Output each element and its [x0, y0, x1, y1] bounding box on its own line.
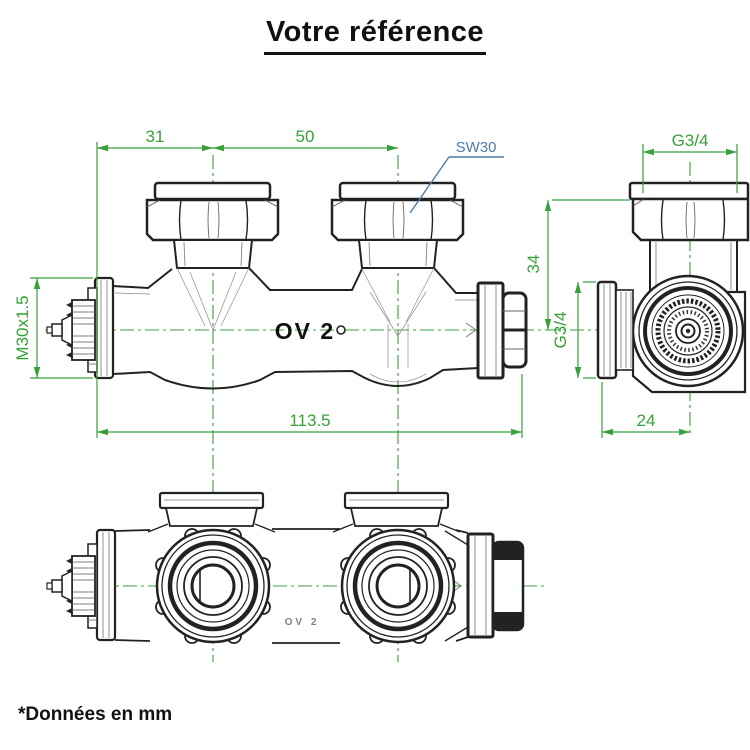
front-view: OV 2: [46, 181, 528, 390]
bottom-tailpiece: [444, 530, 525, 642]
bottom-nut-cap-2: [343, 491, 450, 527]
union-nut-2: [330, 181, 465, 269]
thermostat-spindle: [46, 276, 115, 380]
callout-wrench-size-label: SW30: [456, 139, 497, 156]
bottom-body-marking: OV 2: [285, 617, 320, 628]
bottom-body-edges: [114, 523, 469, 644]
presetting-dial: [631, 274, 745, 388]
dim-nut-spacing: 50: [296, 127, 315, 146]
dim-thread-spindle: M30x1.5: [13, 295, 32, 360]
page-title: Votre référence: [0, 16, 750, 55]
dim-left-offset: 31: [146, 127, 165, 146]
bottom-nut-circle-2: [340, 528, 456, 644]
side-union-nut: [628, 181, 750, 242]
union-nut-1: [145, 181, 280, 269]
tailpiece-connection: [476, 281, 528, 380]
dim-total-length: 113.5: [289, 411, 330, 430]
dim-thread-side: G3/4: [551, 312, 570, 349]
side-view: [596, 181, 750, 394]
callout-wrench-size: SW30: [409, 139, 504, 214]
bottom-spindle: [46, 528, 117, 642]
side-tailpiece: [596, 280, 634, 380]
dim-height-offset: 34: [524, 255, 543, 274]
valve-body: [112, 267, 479, 390]
product-label: OV 2: [275, 318, 335, 344]
dim-thread-top: G3/4: [672, 131, 709, 150]
page-title-text: Votre référence: [263, 16, 487, 55]
bottom-view: OV 2: [46, 491, 525, 644]
body-mark-dot: [336, 325, 346, 335]
dim-depth: 24: [637, 411, 656, 430]
bottom-nut-cap-1: [158, 491, 265, 527]
units-footnote: *Données en mm: [18, 704, 173, 725]
dimensions: 31 50 113.5 G3/4 M30x1.5 34 G3/4 24 SW30: [13, 127, 738, 438]
bottom-nut-circle-1: [155, 528, 271, 644]
